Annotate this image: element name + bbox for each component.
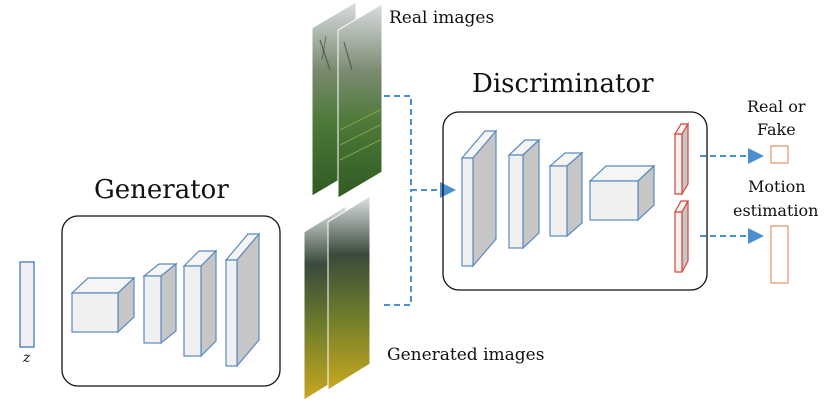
real-images: Real images <box>311 1 494 199</box>
output-arrows <box>700 148 764 244</box>
discriminator-layer <box>588 164 656 222</box>
motion-label-line2: estimation <box>733 201 818 220</box>
discriminator-layer <box>548 151 584 238</box>
generator-layer <box>182 249 218 358</box>
real-images-connector <box>384 95 412 190</box>
generated-images: Generated images <box>303 195 544 401</box>
real-or-fake-label-line1: Real or <box>747 97 806 116</box>
motion-estimation-output-box <box>770 225 789 284</box>
generator-layer <box>224 232 261 368</box>
z-input: z <box>19 261 35 366</box>
discriminator-layer <box>460 129 498 268</box>
discriminator-output-head-motion <box>673 200 690 273</box>
generated-images-connector <box>384 190 412 306</box>
z-vector-block <box>19 261 35 348</box>
generator-layer <box>142 262 178 345</box>
real-images-label: Real images <box>389 8 494 28</box>
z-label: z <box>22 350 31 366</box>
image-connector <box>384 95 456 306</box>
generated-images-label: Generated images <box>387 345 544 365</box>
discriminator: Discriminator <box>442 69 708 291</box>
motion-estimation-output: Motion estimation <box>733 177 818 284</box>
real-or-fake-output: Real or Fake <box>747 97 806 164</box>
real-image-frame <box>337 3 383 199</box>
generator: Generator <box>61 175 281 387</box>
generator-panel <box>61 215 281 387</box>
generator-title: Generator <box>94 175 229 205</box>
generated-image-frame <box>327 195 371 391</box>
real-or-fake-label-line2: Fake <box>757 120 796 139</box>
motion-label-line1: Motion <box>748 177 806 196</box>
real-or-fake-output-box <box>770 145 789 164</box>
discriminator-layer <box>507 138 541 250</box>
discriminator-output-head-real-fake <box>673 121 690 197</box>
generator-layer <box>70 276 136 334</box>
discriminator-panel <box>442 111 708 291</box>
discriminator-title: Discriminator <box>472 69 654 99</box>
